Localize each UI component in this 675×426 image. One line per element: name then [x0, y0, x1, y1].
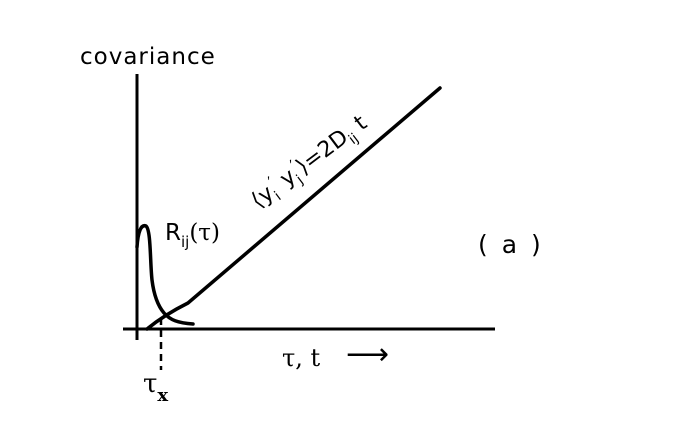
x-axis-arrow: ⟶ — [346, 337, 389, 372]
r-ij-sub: ij — [181, 233, 189, 251]
panel-label: ( a ) — [478, 230, 544, 259]
linear-growth-curve — [145, 86, 442, 331]
y-axis-label: covariance — [80, 44, 216, 70]
tau-x-symbol: τ — [143, 369, 157, 399]
r-ij-arg: (τ) — [189, 220, 220, 246]
r-ij-curve — [135, 223, 195, 326]
r-ij-base: R — [165, 220, 181, 246]
tau-x-subscript: x — [157, 385, 168, 406]
x-axis-label: τ, t — [282, 344, 321, 372]
tau-x-label: τx — [143, 369, 168, 406]
r-ij-label: Rij(τ) — [165, 220, 220, 251]
